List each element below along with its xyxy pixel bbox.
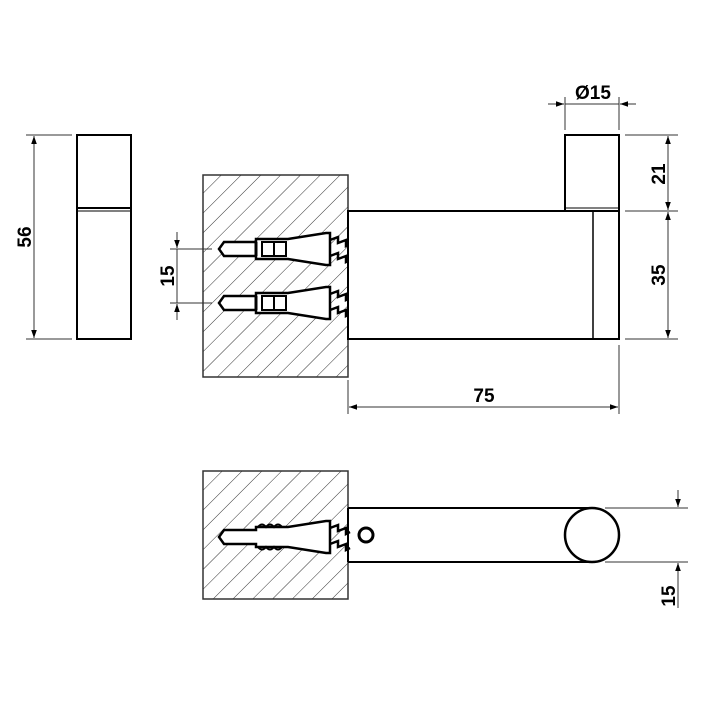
dimension-side-height: 56 [15,134,72,340]
wall-anchor-top [217,519,351,555]
wall-anchor-upper [217,231,351,267]
dimension-label-75: 75 [473,386,495,407]
hook-body-front [347,210,620,340]
side-view: 56 [15,134,132,340]
dimension-hook-heights: 21 35 [625,134,678,340]
wall-section-front [202,174,349,378]
screw-hole [357,526,375,544]
wall-anchor-lower [217,285,351,321]
top-view: 15 [202,470,688,608]
dimension-label-35: 35 [649,264,670,286]
dimension-hook-diameter: Ø15 [548,83,636,130]
dimension-label-21: 21 [649,163,670,185]
dimension-label-15-anchor: 15 [158,265,179,287]
dimension-anchor-spacing: 15 [158,232,212,320]
dimension-label-15-top: 15 [659,585,680,607]
dimension-body-length: 75 [347,345,620,414]
dimension-label-56: 56 [15,226,36,247]
front-view: 15 Ø15 21 35 75 [158,83,678,414]
dimension-label-diameter-15: Ø15 [575,83,611,104]
side-view-body [76,134,132,340]
dimension-top-width: 15 [605,490,688,608]
hook-body-top [347,507,592,563]
hook-post-top [563,506,621,564]
hook-post [564,134,620,212]
